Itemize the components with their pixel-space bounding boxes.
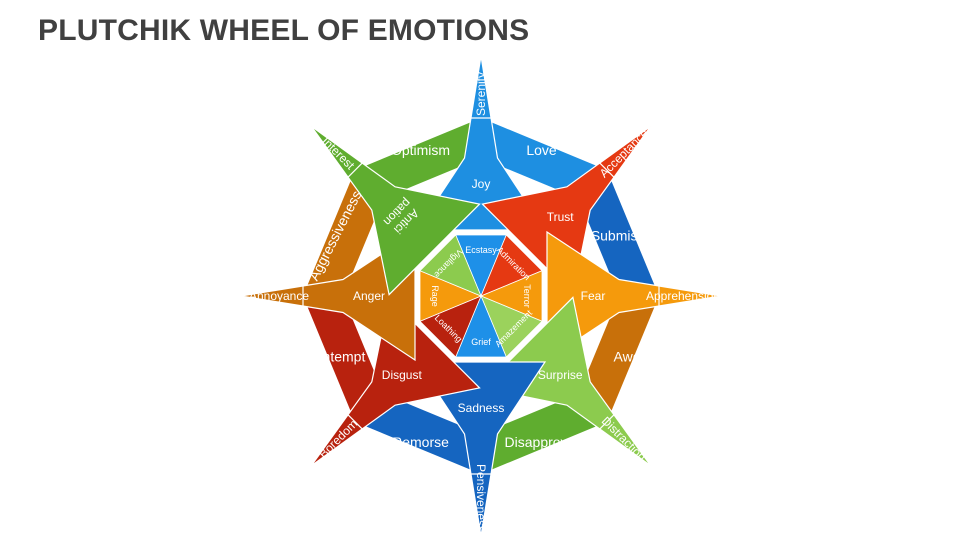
- petal-intense-label-sadness: Grief: [471, 337, 491, 347]
- petal-mild-label-anticipation: Interest: [319, 134, 358, 173]
- petal-basic-label-anger: Anger: [353, 289, 385, 303]
- petal-basic-label-disgust: Disgust: [382, 368, 423, 382]
- petal-intense-label-joy: Ecstasy: [465, 245, 497, 255]
- dyad-label-contempt: Contempt: [305, 349, 366, 365]
- petal-intense-label-fear: Terror: [522, 284, 532, 308]
- dyad-label-optimism: Optimism: [391, 142, 450, 158]
- dyad-label-awe: Awe: [614, 349, 641, 365]
- petal-basic-label-trust: Trust: [547, 210, 575, 224]
- petal-mild-label-surprise: Distraction: [599, 414, 649, 464]
- dyad-segment-optimism: [355, 118, 481, 199]
- petal-anger: [240, 230, 416, 362]
- dyad-label-love: Love: [526, 142, 557, 158]
- petal-fear: [546, 230, 722, 362]
- petal-trust: [481, 125, 652, 296]
- petal-mild-label-sadness: Pensiveness: [474, 464, 488, 532]
- dyad-label-remorse: Remorse: [392, 434, 449, 450]
- petal-sadness: [415, 361, 547, 537]
- petal-divider-anticipation: [334, 149, 376, 191]
- dyad-label-submission: Submission: [591, 228, 663, 244]
- petal-divider-trust: [586, 149, 628, 191]
- dyad-segment-contempt: [303, 296, 384, 422]
- petal-mild-label-trust: Acceptance: [597, 126, 651, 180]
- dyad-segment-submission: [578, 170, 659, 296]
- petal-divider-disgust: [334, 401, 376, 443]
- petal-basic-label-fear: Fear: [581, 289, 606, 303]
- petal-surprise: [481, 296, 652, 467]
- petal-anticipation: [310, 125, 481, 296]
- dyad-segment-love: [481, 118, 607, 199]
- petal-basic-label-surprise: Surprise: [538, 368, 583, 382]
- dyad-label-disapproval: Disapproval: [505, 434, 579, 450]
- dyad-segment-disapproval: [481, 393, 607, 474]
- petal-mild-label-fear: Apprehension: [646, 289, 720, 303]
- petal-mild-label-joy: Serenity: [474, 72, 488, 116]
- dyad-segment-remorse: [355, 393, 481, 474]
- petal-divider-surprise: [586, 401, 628, 443]
- slide-title: PLUTCHIK WHEEL OF EMOTIONS: [38, 14, 530, 47]
- petal-intense-label-anger: Rage: [430, 285, 440, 307]
- petal-disgust: [310, 296, 481, 467]
- dyad-segment-awe: [578, 296, 659, 422]
- dyad-segment-aggressiveness: [303, 170, 384, 296]
- petal-mild-label-anger: Annoyance: [249, 289, 309, 303]
- petal-joy: [415, 55, 547, 231]
- petal-basic-label-sadness: Sadness: [458, 401, 505, 415]
- petal-basic-label-joy: Joy: [472, 177, 491, 191]
- core-wedge-anticipation: [419, 234, 482, 297]
- petal-mild-label-disgust: Boredom: [316, 417, 360, 461]
